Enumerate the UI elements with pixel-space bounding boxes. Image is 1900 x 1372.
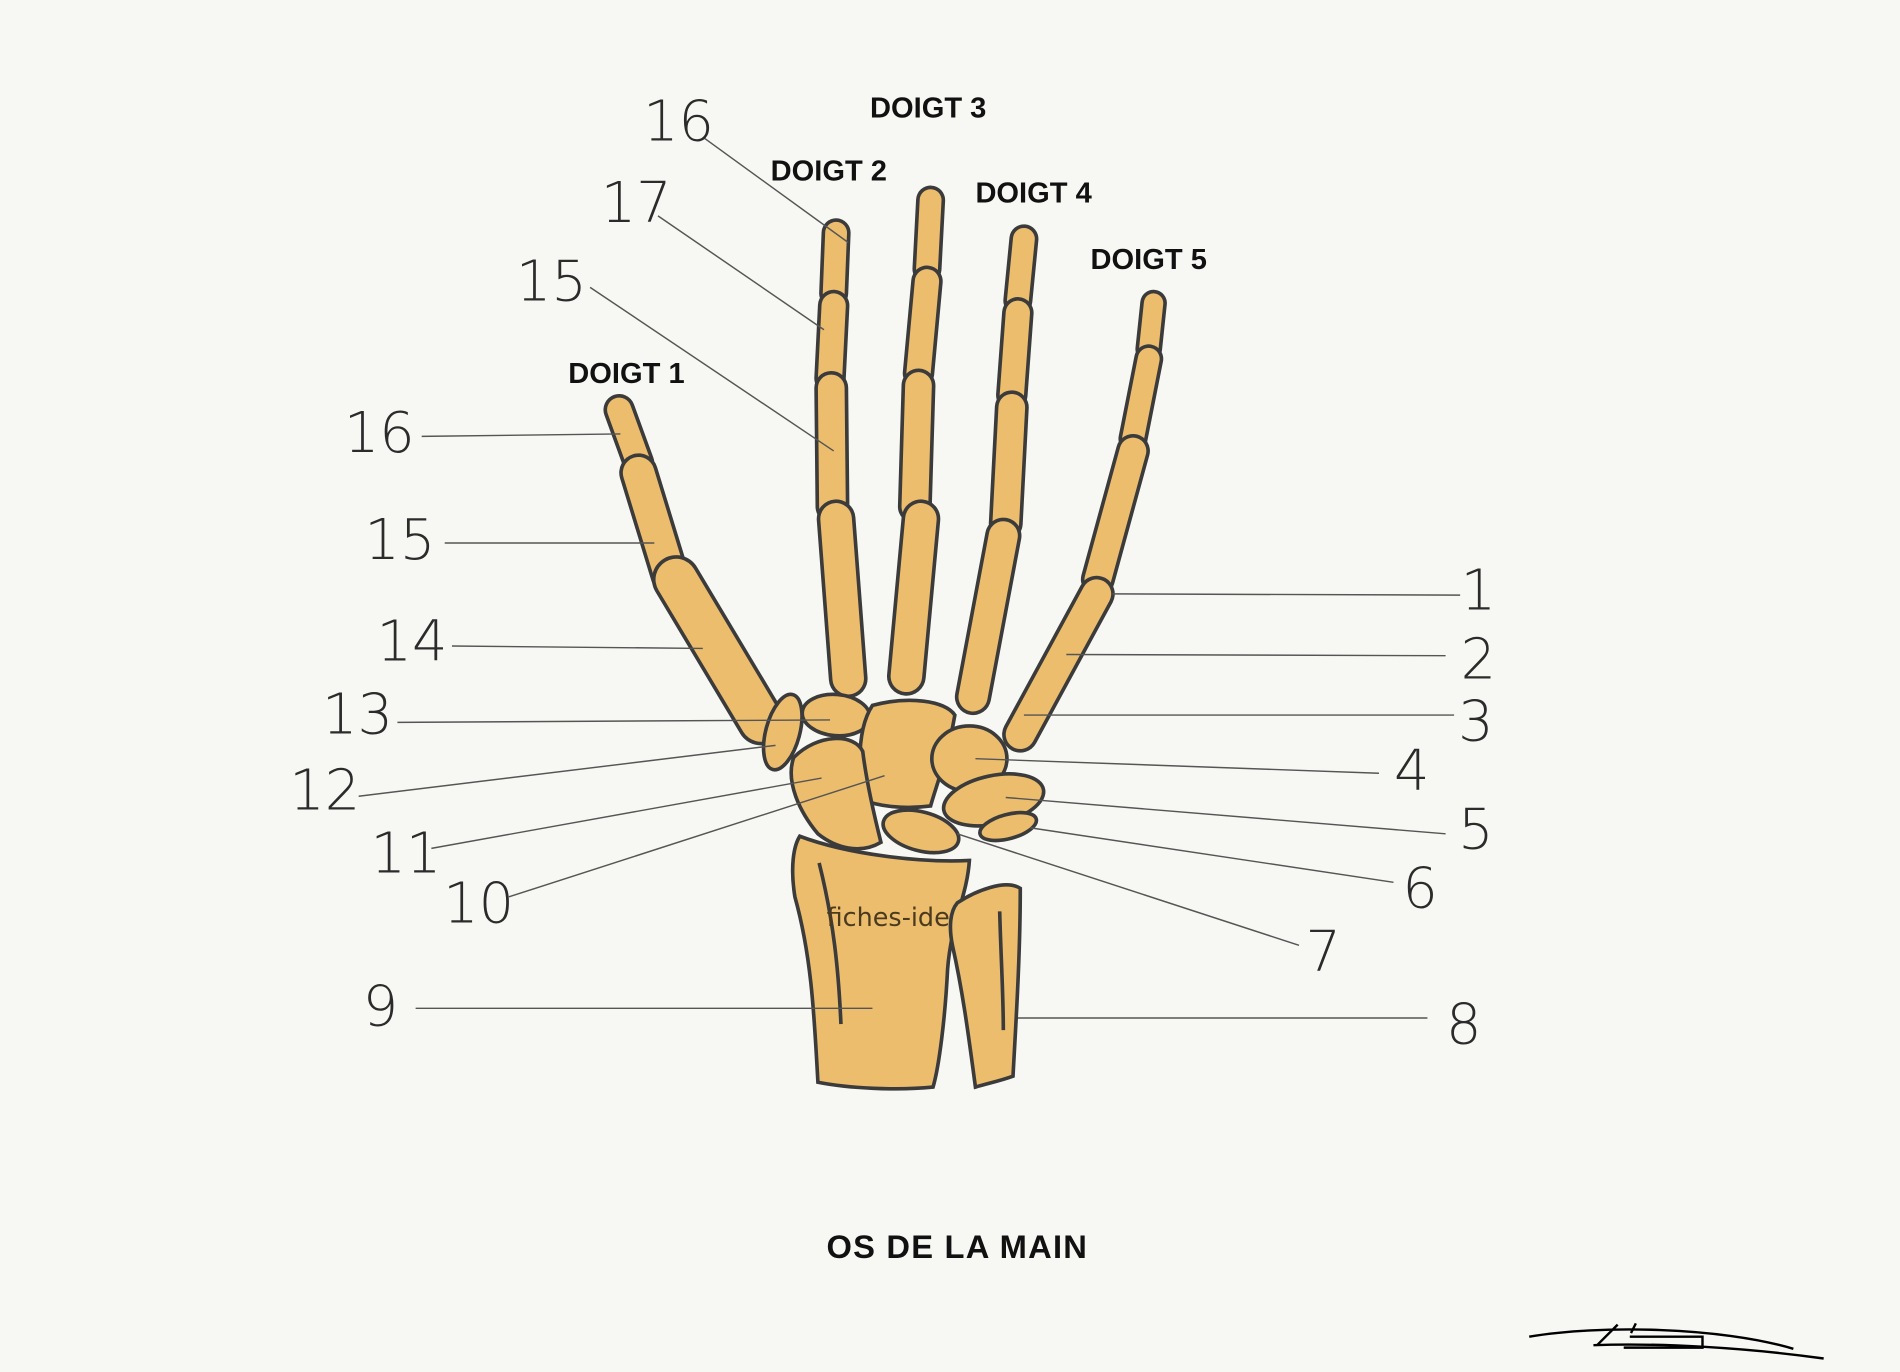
d4-middle-bone [996, 297, 1034, 411]
label-11: 11 [370, 822, 441, 887]
leader-lines [358, 136, 1461, 1019]
d5-distal-bone [1135, 289, 1167, 363]
label-16-left: 16 [344, 401, 415, 466]
label-12: 12 [289, 759, 360, 824]
label-10: 10 [443, 871, 514, 936]
label-5: 5 [1458, 797, 1493, 862]
diagram-title: OS DE LA MAIN [826, 1228, 1088, 1265]
d3-middle-bone [902, 265, 943, 390]
d2-proximal-bone [814, 370, 850, 524]
artist-signature [1529, 1322, 1824, 1360]
carpal-bones [761, 692, 1046, 855]
hand-skeleton [603, 185, 1167, 753]
finger-5-label: DOIGT 5 [1091, 244, 1207, 276]
label-4: 4 [1394, 739, 1429, 804]
d4-metacarpal-bone [954, 517, 1022, 716]
label-1: 1 [1461, 559, 1496, 624]
thumb-metacarpal-bone [651, 555, 786, 746]
finger-2-label: DOIGT 2 [771, 156, 887, 188]
d3-metacarpal-bone [886, 499, 941, 696]
label-13: 13 [322, 682, 393, 747]
finger-1-label: DOIGT 1 [568, 358, 684, 390]
watermark: fiches-ide [827, 902, 950, 932]
label-15-top: 15 [516, 250, 587, 315]
label-8: 8 [1446, 992, 1481, 1057]
label-7: 7 [1305, 920, 1340, 985]
label-14: 14 [377, 610, 448, 675]
d3-proximal-bone [897, 368, 936, 524]
d2-metacarpal-bone [816, 499, 868, 699]
d2-distal-bone [819, 218, 851, 308]
finger-3-label: DOIGT 3 [870, 93, 986, 125]
label-15-left: 15 [364, 508, 435, 573]
ulna-bone [948, 883, 1023, 1090]
d4-distal-bone [1003, 224, 1039, 316]
label-16-top: 16 [643, 90, 714, 155]
label-6: 6 [1402, 857, 1437, 922]
label-9: 9 [363, 974, 398, 1039]
d3-distal-bone [912, 185, 946, 284]
d5-middle-bone [1118, 344, 1164, 454]
finger-4-label: DOIGT 4 [975, 178, 1092, 210]
d2-middle-bone [814, 289, 850, 394]
radius-bone [790, 834, 972, 1091]
label-2: 2 [1461, 628, 1496, 693]
label-17: 17 [601, 171, 672, 236]
d4-proximal-bone [988, 390, 1029, 541]
d5-metacarpal-bone [1002, 575, 1115, 753]
label-3: 3 [1458, 690, 1493, 755]
d5-proximal-bone [1080, 433, 1150, 597]
